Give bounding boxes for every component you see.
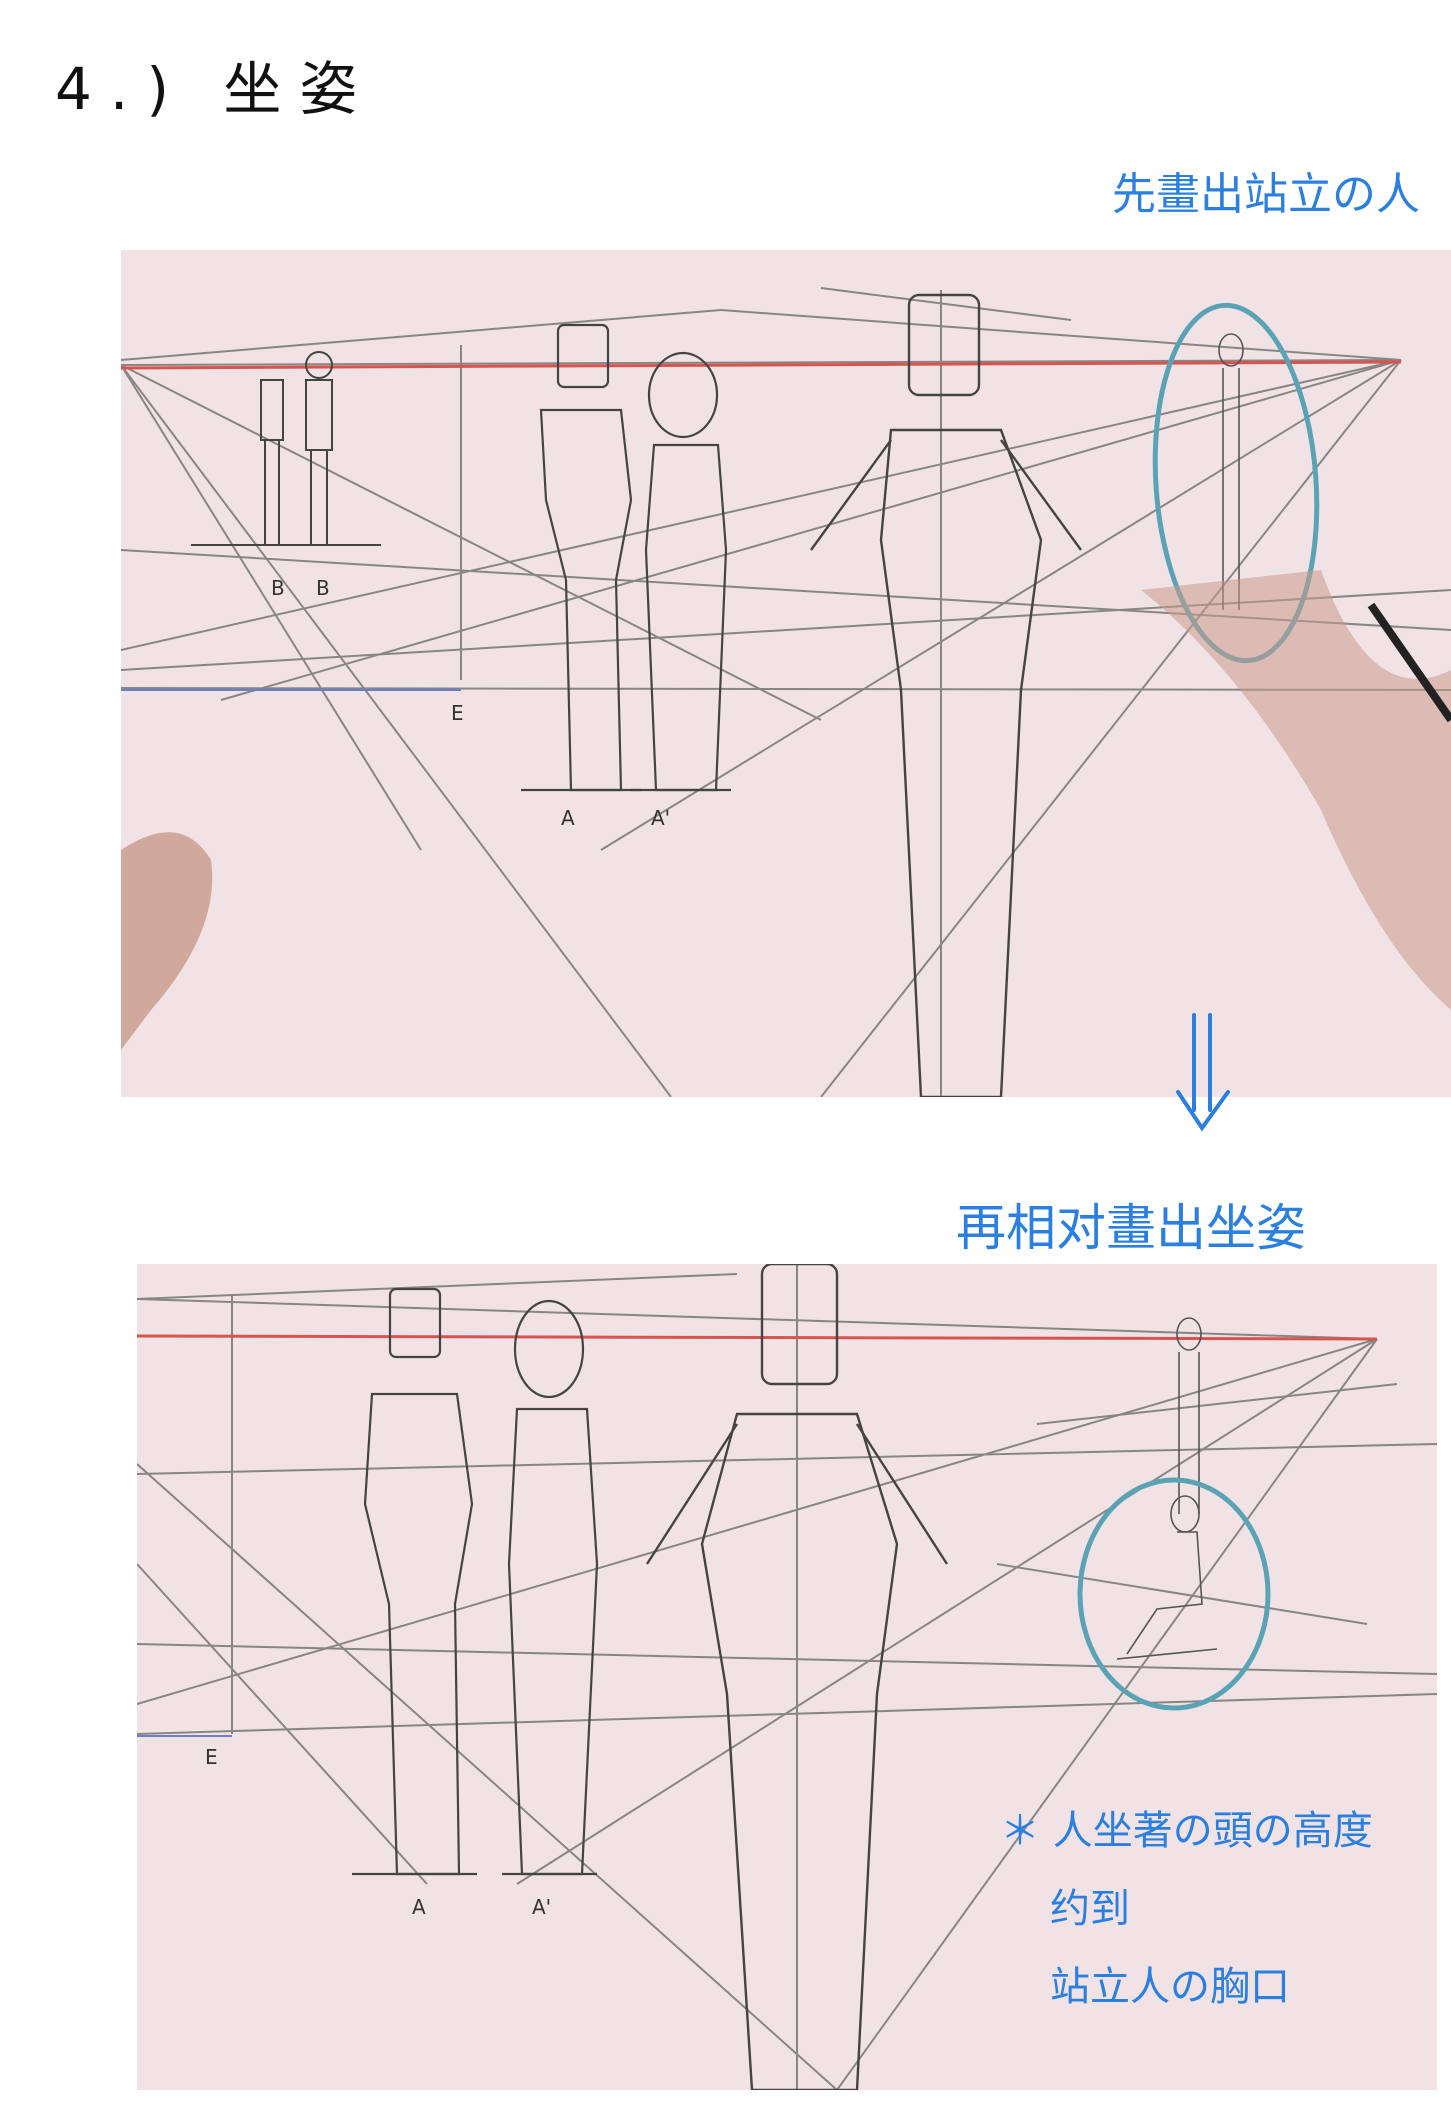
annotation-draw-standing: 先畫出站立の人 bbox=[1112, 169, 1420, 220]
note-line-3: 站立人の胸口 bbox=[1050, 1964, 1290, 2010]
section-heading: 4.) 坐姿 bbox=[55, 42, 375, 126]
label-a-prime: A' bbox=[532, 1895, 551, 1919]
sketch-photo-sitting: E A A' bbox=[137, 1264, 1437, 2090]
label-e: E bbox=[451, 701, 464, 725]
label-b1: B bbox=[271, 576, 285, 600]
section-title: 坐姿 bbox=[223, 55, 376, 123]
perspective-sketch-2: E A A' bbox=[137, 1264, 1437, 2090]
down-arrow-icon bbox=[1176, 1013, 1230, 1132]
annotation-draw-sitting: 再相对畫出坐姿 bbox=[956, 1199, 1306, 1257]
label-a-prime: A' bbox=[651, 806, 670, 830]
sketch-photo-standing: B B E A A' bbox=[121, 250, 1451, 1097]
note-line-1: ＊ 人坐著の頭の高度 bbox=[1000, 1808, 1373, 1854]
perspective-sketch-1: B B E A A' bbox=[121, 250, 1451, 1097]
label-e: E bbox=[205, 1745, 218, 1769]
section-number: 4.) bbox=[55, 55, 187, 123]
label-a: A bbox=[561, 806, 575, 830]
label-b2: B bbox=[316, 576, 330, 600]
label-a: A bbox=[412, 1895, 426, 1919]
annotation-head-height-note: ＊ 人坐著の頭の高度 约到 站立人の胸口 bbox=[1000, 1792, 1430, 2026]
note-line-2: 约到 bbox=[1050, 1886, 1130, 1932]
